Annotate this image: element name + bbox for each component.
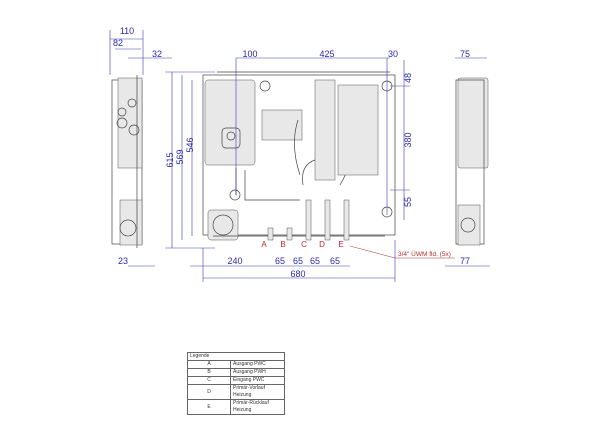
dim-right-side: 75 (460, 49, 470, 59)
dim-right-bottom: 55 (403, 197, 413, 207)
connection-note: 3/4" ÜWM fld. (5x) (398, 250, 451, 258)
dim-right-top: 48 (403, 73, 413, 83)
legend-key: C (187, 376, 231, 385)
dim-pitch: 65 (293, 256, 303, 266)
legend-key: A (187, 360, 231, 369)
dim-right-offset: 30 (388, 49, 398, 59)
dim-side-width: 110 (120, 26, 134, 36)
legend-key: E (187, 399, 231, 415)
dim-total-height: 615 (165, 152, 175, 167)
legend-key: D (187, 384, 231, 400)
legend-label: Ausgang PWC (230, 360, 285, 369)
dim-span: 425 (319, 49, 334, 59)
dim-side-inner: 82 (113, 38, 123, 48)
dim-pitch: 65 (275, 256, 285, 266)
connection-pipes (267, 199, 350, 241)
right-side-view (455, 77, 489, 246)
legend-label: Primär-Vorlauf Heizung (230, 384, 285, 400)
connection-label-e: E (338, 240, 343, 249)
front-view (202, 71, 396, 241)
connection-label-a: A (261, 240, 267, 249)
legend-label: Ausgang PWH (230, 368, 285, 377)
connection-label-c: C (301, 240, 307, 249)
dim-height-3: 546 (185, 137, 195, 152)
dim-bottom-right-side: 77 (460, 256, 470, 266)
legend-label: Primär-Rücklauf Heizung (230, 399, 285, 415)
connection-label-b: B (280, 240, 285, 249)
dim-left-offset: 100 (242, 49, 257, 59)
legend-label: Eingang PWC (230, 376, 285, 385)
left-side-view (111, 75, 143, 248)
dim-pitch: 65 (330, 256, 340, 266)
dim-right-middle: 380 (403, 132, 413, 147)
legend-key: B (187, 368, 231, 377)
dim-height-2: 569 (175, 149, 185, 164)
connection-label-d: D (319, 240, 325, 249)
dim-bottom-side: 23 (118, 256, 128, 266)
dim-bottom-left-offset: 240 (227, 256, 242, 266)
legend-title: Legende (187, 352, 285, 361)
dim-side-offset: 32 (152, 49, 162, 59)
dimension-lines (109, 30, 490, 282)
dim-total-width: 680 (290, 269, 305, 279)
dim-pitch: 65 (310, 256, 320, 266)
